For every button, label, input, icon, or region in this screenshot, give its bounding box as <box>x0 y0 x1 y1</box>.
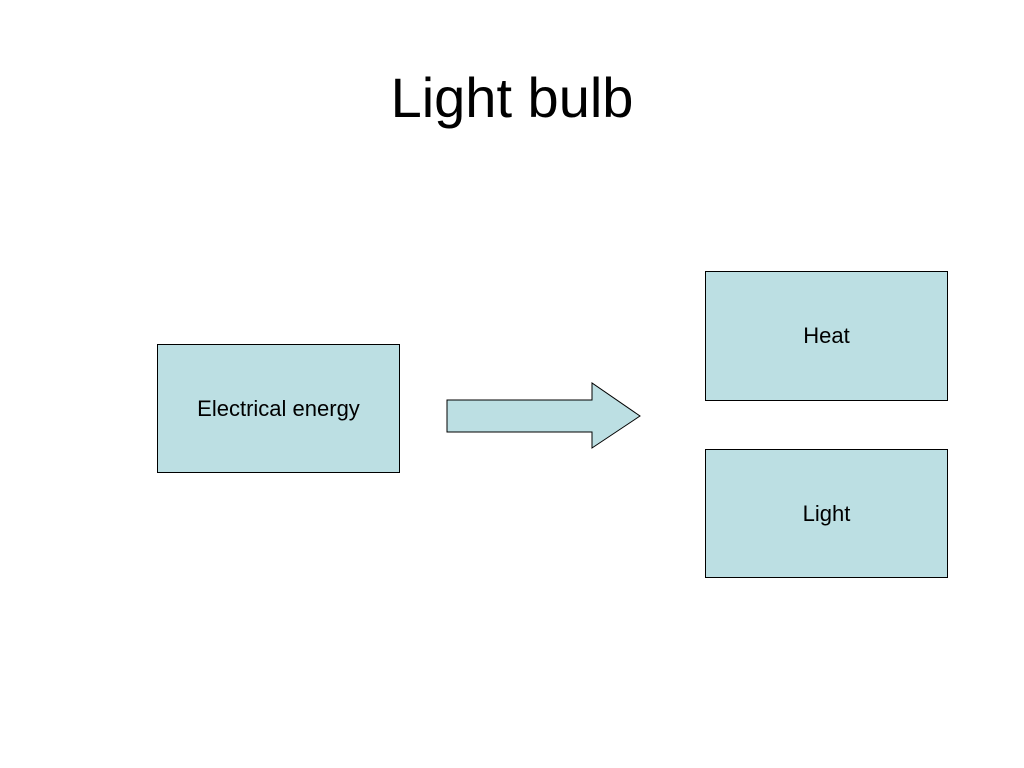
conversion-arrow <box>446 382 641 449</box>
conversion-arrow-shape <box>446 382 641 449</box>
source-box-label: Electrical energy <box>197 395 360 421</box>
output-box-heat-label: Heat <box>803 323 850 348</box>
output-box-light-label: Light <box>802 500 851 526</box>
output-box-light: Light <box>705 449 948 578</box>
slide-title: Light bulb <box>390 66 634 129</box>
source-box-electrical-energy: Electrical energy <box>157 344 400 473</box>
output-box-heat: Heat <box>705 271 948 401</box>
